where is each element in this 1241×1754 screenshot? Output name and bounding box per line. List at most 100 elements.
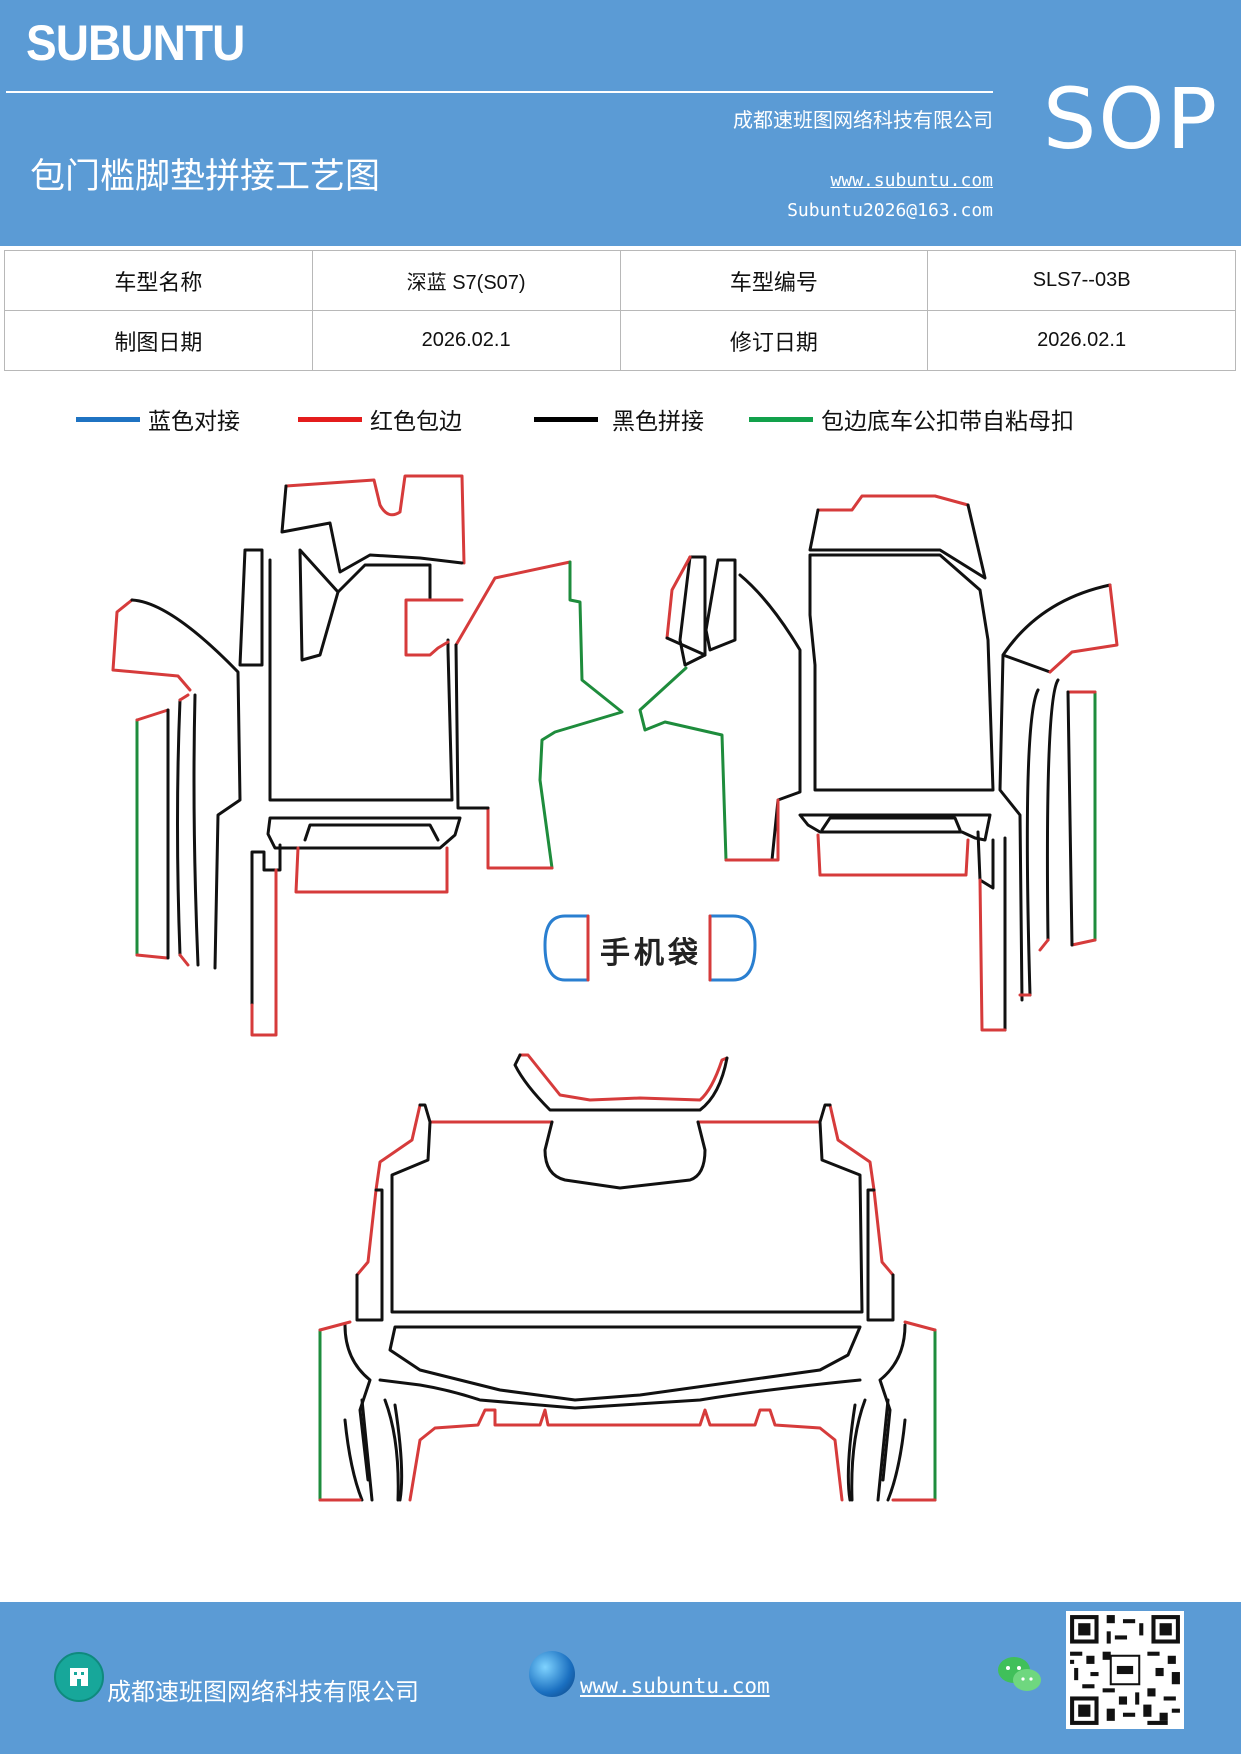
rear-bottom-red xyxy=(408,1408,844,1502)
right-side-panel-red xyxy=(1048,583,1119,674)
wechat-icon[interactable] xyxy=(996,1653,1044,1697)
rear-headrest-black xyxy=(543,1120,707,1190)
left-narrow-strip-black xyxy=(250,843,282,1007)
phone-bag-left-blue xyxy=(543,914,590,982)
rear-mat-group xyxy=(318,1053,937,1502)
rear-far-right-red xyxy=(891,1320,937,1502)
legend-swatch-black xyxy=(534,416,598,422)
header-banner xyxy=(0,0,1241,246)
right-narrow-strip-red xyxy=(978,878,1007,1032)
right-strip2-red xyxy=(1018,938,1050,997)
rear-side-right-red xyxy=(828,1103,895,1277)
rear-floor-strip-right xyxy=(846,1398,907,1502)
sop-badge: SOP xyxy=(1043,70,1220,168)
left-strip-red-top xyxy=(135,708,170,722)
table-row: 制图日期 2026.02.1 修订日期 2026.02.1 xyxy=(4,310,1236,371)
rear-side-right-black xyxy=(818,1103,895,1322)
right-console-red xyxy=(724,798,780,862)
legend-swatch-red xyxy=(298,416,362,422)
header-company: 成都速班图网络科技有限公司 xyxy=(733,108,993,132)
brand-logo: SUBUNTU xyxy=(26,15,245,71)
rear-bench-black xyxy=(388,1325,862,1402)
rear-floor-black xyxy=(343,1323,907,1482)
right-narrow-strip-black xyxy=(976,830,1007,1032)
qr-code[interactable] xyxy=(1066,1611,1184,1729)
left-sill-black xyxy=(266,816,462,850)
left-strip-red-bottom xyxy=(135,953,169,960)
rear-top-handle-red xyxy=(518,1053,729,1102)
model-code-label: 车型编号 xyxy=(619,250,929,311)
page-title: 包门槛脚垫拼接工艺图 xyxy=(30,157,381,197)
right-side-panel-black xyxy=(998,583,1112,1002)
left-right-tab-red xyxy=(404,598,464,657)
left-top-edge-black xyxy=(280,484,464,574)
header-email: Subuntu2026@163.com xyxy=(787,200,993,221)
legend-item-black: 黑色拼接 xyxy=(534,403,704,435)
left-footwell-inner xyxy=(298,548,340,662)
right-top-edge-red xyxy=(816,494,970,512)
draw-date-label: 制图日期 xyxy=(4,310,313,371)
rear-side-left-black xyxy=(355,1103,432,1322)
right-sill-inner xyxy=(820,816,962,832)
right-sill-red xyxy=(816,833,970,877)
left-console-green xyxy=(538,560,624,870)
rear-floor-strip-left xyxy=(343,1398,404,1502)
right-strip-black xyxy=(1066,690,1074,947)
legend-label-green: 包边底车公扣带自粘母扣 xyxy=(821,409,1074,435)
right-footwell-red xyxy=(665,555,692,640)
left-console-red-bottom xyxy=(486,806,554,870)
header-website-link[interactable]: www.subuntu.com xyxy=(830,170,993,191)
draw-date-value: 2026.02.1 xyxy=(311,310,621,371)
right-top-edge-black xyxy=(808,503,987,580)
left-front-mat-group xyxy=(111,474,624,1037)
revise-date-value: 2026.02.1 xyxy=(927,310,1236,371)
left-side-panel-black xyxy=(130,598,242,970)
phone-bag-group xyxy=(543,914,757,982)
rear-seat-black xyxy=(390,1120,864,1314)
rear-far-left-red xyxy=(318,1320,362,1502)
model-code-value: SLS7--03B xyxy=(927,250,1236,311)
left-side-panel-red xyxy=(111,598,192,692)
left-top-edge-red xyxy=(284,474,466,565)
right-footwell xyxy=(678,555,737,667)
legend-label-black: 黑色拼接 xyxy=(612,409,704,435)
left-main-mat-top xyxy=(336,563,432,600)
legend-item-red: 红色包边 xyxy=(298,403,462,435)
right-sill-black xyxy=(798,813,992,842)
left-strip2-red xyxy=(178,693,190,967)
right-strip-red xyxy=(1066,690,1097,947)
left-strip2-black xyxy=(176,693,200,967)
revise-date-label: 修订日期 xyxy=(619,310,929,371)
info-table: 车型名称 深蓝 S7(S07) 车型编号 SLS7--03B 制图日期 2026… xyxy=(4,250,1236,371)
legend-item-blue: 蓝色对接 xyxy=(76,403,240,435)
rear-top-handle-black xyxy=(513,1053,729,1112)
left-footwell-outline xyxy=(238,548,264,667)
legend-label-blue: 蓝色对接 xyxy=(148,409,240,435)
rear-floor-inner-black xyxy=(378,1378,867,1502)
right-console-green xyxy=(638,666,728,862)
left-console-black xyxy=(454,643,490,810)
right-strip2-black xyxy=(1025,678,1060,997)
footer-website-link[interactable]: www.subuntu.com xyxy=(580,1674,770,1698)
model-name-label: 车型名称 xyxy=(4,250,313,311)
right-main-mat xyxy=(808,553,995,792)
left-console-red-top xyxy=(454,560,572,647)
building-icon xyxy=(54,1652,104,1702)
left-sill-inner xyxy=(303,823,440,842)
phone-bag-label: 手机袋 xyxy=(600,936,702,971)
right-footwell-black2 xyxy=(665,573,802,862)
left-main-mat xyxy=(268,558,454,802)
globe-icon xyxy=(529,1651,575,1697)
table-row: 车型名称 深蓝 S7(S07) 车型编号 SLS7--03B xyxy=(4,250,1236,311)
left-sill-red xyxy=(294,846,449,894)
footer-company: 成都速班图网络科技有限公司 xyxy=(107,1678,419,1706)
legend-item-green: 包边底车公扣带自粘母扣 xyxy=(749,403,1074,435)
legend-label-red: 红色包边 xyxy=(370,409,462,435)
phone-bag-right-blue xyxy=(708,914,757,982)
model-name-value: 深蓝 S7(S07) xyxy=(311,250,621,311)
left-narrow-strip-red xyxy=(250,868,278,1037)
right-front-mat-group xyxy=(638,494,1119,1032)
legend-swatch-green xyxy=(749,416,813,422)
rear-side-left-red xyxy=(355,1103,422,1277)
